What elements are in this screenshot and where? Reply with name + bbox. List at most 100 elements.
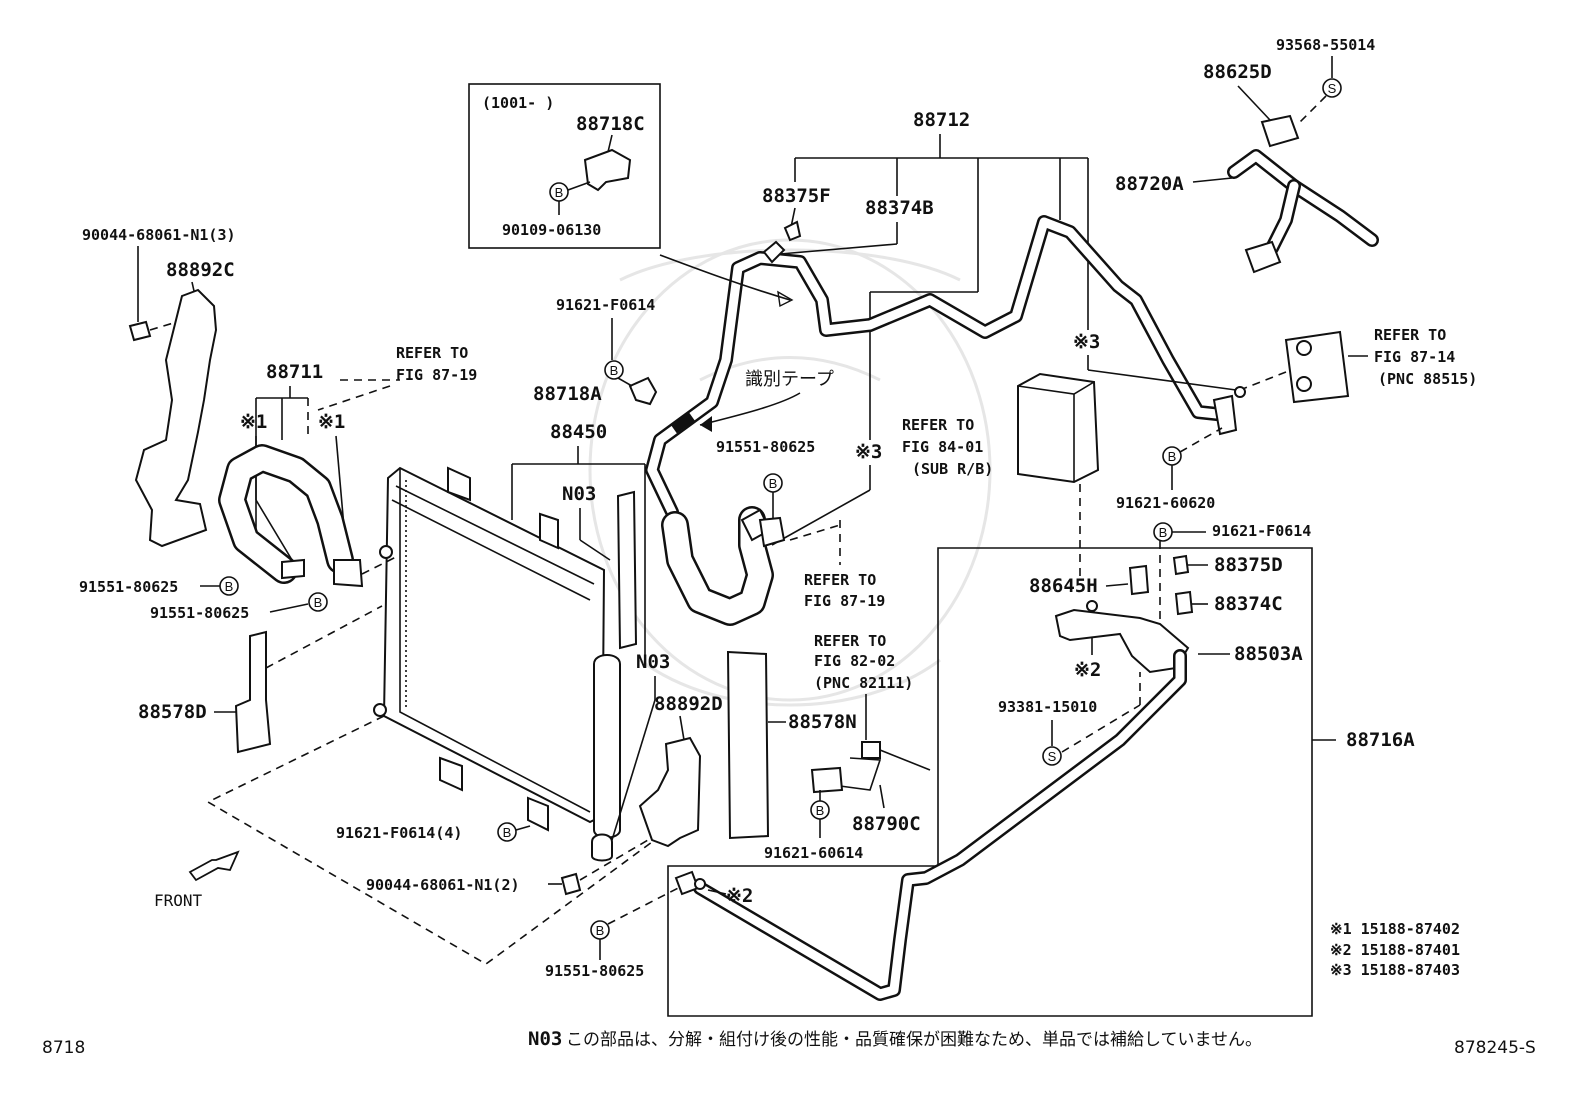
part-88578N: 88578N <box>788 711 857 733</box>
part-88450: 88450 <box>550 421 607 443</box>
page-code: 8718 <box>42 1038 85 1058</box>
note-mark-3a: ※3 <box>855 441 882 463</box>
part-88645H: 88645H <box>1029 575 1098 597</box>
ref-fig-84-01-line2: FIG 84-01 <box>902 438 983 456</box>
valve-88375D <box>1172 554 1190 576</box>
svg-text:B: B <box>314 595 323 610</box>
part-88374C: 88374C <box>1214 593 1283 615</box>
valve-88374C <box>1174 590 1194 616</box>
tape-arrow <box>699 392 801 426</box>
switch-88625D <box>1260 114 1300 148</box>
bracket-88892C <box>134 288 218 548</box>
part-91551-80625-left-a: 91551-80625 <box>79 578 178 596</box>
part-88790C: 88790C <box>852 813 921 835</box>
b-mark <box>604 360 624 380</box>
receiver-tank <box>593 654 621 839</box>
part-90044-68061-N1-2: 90044-68061-N1(2) <box>366 876 520 894</box>
ref-fig-84-01-line1: REFER TO <box>902 416 974 434</box>
part-90044-68061-N1-3: 90044-68061-N1(3) <box>82 226 236 244</box>
svg-text:B: B <box>1168 449 1177 464</box>
ref-fig-87-19-center-line2: FIG 87-19 <box>804 592 885 610</box>
part-93568-55014: 93568-55014 <box>1276 36 1375 54</box>
relay-block <box>1017 372 1100 484</box>
svg-text:B: B <box>1159 525 1168 540</box>
b-mark <box>308 592 328 612</box>
part-91621-F0614-4: 91621-F0614(4) <box>336 824 462 842</box>
bolt-90044-b <box>560 872 582 896</box>
identification-tape <box>671 412 695 434</box>
part-88718C: 88718C <box>576 113 645 135</box>
svg-text:B: B <box>555 185 564 200</box>
expansion-valve <box>1284 330 1350 404</box>
seal-88578N <box>726 650 770 840</box>
part-91621-60614: 91621-60614 <box>764 844 863 862</box>
valve-88375F <box>762 240 786 264</box>
bolt-90044 <box>128 320 152 342</box>
footnote-code: N03 <box>528 1028 562 1050</box>
part-88712: 88712 <box>913 109 970 131</box>
connector <box>861 741 881 759</box>
svg-text:B: B <box>610 363 619 378</box>
legend-note-1: ※1 15188-87402 <box>1330 920 1460 938</box>
svg-text:B: B <box>816 803 825 818</box>
part-88892C: 88892C <box>166 259 235 281</box>
box-88716A <box>667 547 1313 1017</box>
ref-fig-87-14-line1: REFER TO <box>1374 326 1446 344</box>
svg-text:S: S <box>1328 81 1337 96</box>
ref-fig-84-01-line3: (SUB R/B) <box>912 460 993 478</box>
ref-fig-82-02-line3: (PNC 82111) <box>814 674 913 692</box>
ref-fig-82-02-line2: FIG 82-02 <box>814 652 895 670</box>
ref-fig-87-14-line3: (PNC 88515) <box>1378 370 1477 388</box>
legend-note-3: ※3 15188-87403 <box>1330 961 1460 979</box>
tape-label: 識別テープ <box>745 369 834 390</box>
part-91621-60620: 91621-60620 <box>1116 494 1215 512</box>
note-mark-1a: ※1 <box>240 411 267 433</box>
harness-88790C <box>810 766 844 794</box>
legend-note-2: ※2 15188-87401 <box>1330 941 1460 959</box>
front-arrow-icon <box>188 850 240 882</box>
part-88375D: 88375D <box>1214 554 1283 576</box>
ref-fig-87-19-left-line1: REFER TO <box>396 344 468 362</box>
inset-box <box>468 83 661 249</box>
part-91551-80625-bottom: 91551-80625 <box>545 962 644 980</box>
seal-88578D <box>234 630 272 754</box>
svg-text:S: S <box>1048 749 1057 764</box>
part-88892D: 88892D <box>654 693 723 715</box>
s-mark <box>1322 78 1342 98</box>
note-mark-1b: ※1 <box>318 411 345 433</box>
part-88711: 88711 <box>266 361 323 383</box>
bracket-88718C <box>583 148 632 192</box>
ref-fig-82-02-line1: REFER TO <box>814 632 886 650</box>
inset-range-label: (1001- ) <box>482 94 554 112</box>
ref-fig-87-19-left-line2: FIG 87-19 <box>396 366 477 384</box>
footprint-dash <box>206 715 653 965</box>
svg-text:B: B <box>596 923 605 938</box>
note-mark-2b: ※2 <box>726 885 753 907</box>
ref-fig-87-19-center-line1: REFER TO <box>804 571 876 589</box>
part-88375F: 88375F <box>762 185 831 207</box>
footnote-text: この部品は、分解・組付け後の性能・品質確保が困難なため、単品では補給していません… <box>566 1030 1262 1050</box>
part-91621-F0614-b: 91621-F0614 <box>1212 522 1311 540</box>
svg-text:B: B <box>225 579 234 594</box>
note-mark-2a: ※2 <box>1074 659 1101 681</box>
part-88720A: 88720A <box>1115 173 1184 195</box>
strip-n03 <box>616 490 638 650</box>
bracket-88892D <box>638 736 702 848</box>
part-91551-80625-center: 91551-80625 <box>716 438 815 456</box>
manifold-88503A <box>1054 608 1190 674</box>
n03-label-a: N03 <box>562 483 596 505</box>
b-mark <box>219 576 239 596</box>
condenser-88450 <box>373 466 606 832</box>
s-mark <box>1042 746 1062 766</box>
part-91551-80625-left-b: 91551-80625 <box>150 604 249 622</box>
sensor-88645H <box>1128 564 1150 596</box>
part-91621-F0614-a: 91621-F0614 <box>556 296 655 314</box>
part-90109-06130: 90109-06130 <box>502 221 601 239</box>
front-label: FRONT <box>154 891 203 910</box>
b-mark <box>497 822 517 842</box>
svg-text:B: B <box>769 476 778 491</box>
ref-fig-87-14-line2: FIG 87-14 <box>1374 348 1455 366</box>
part-88718A: 88718A <box>533 383 602 405</box>
part-88625D: 88625D <box>1203 61 1272 83</box>
